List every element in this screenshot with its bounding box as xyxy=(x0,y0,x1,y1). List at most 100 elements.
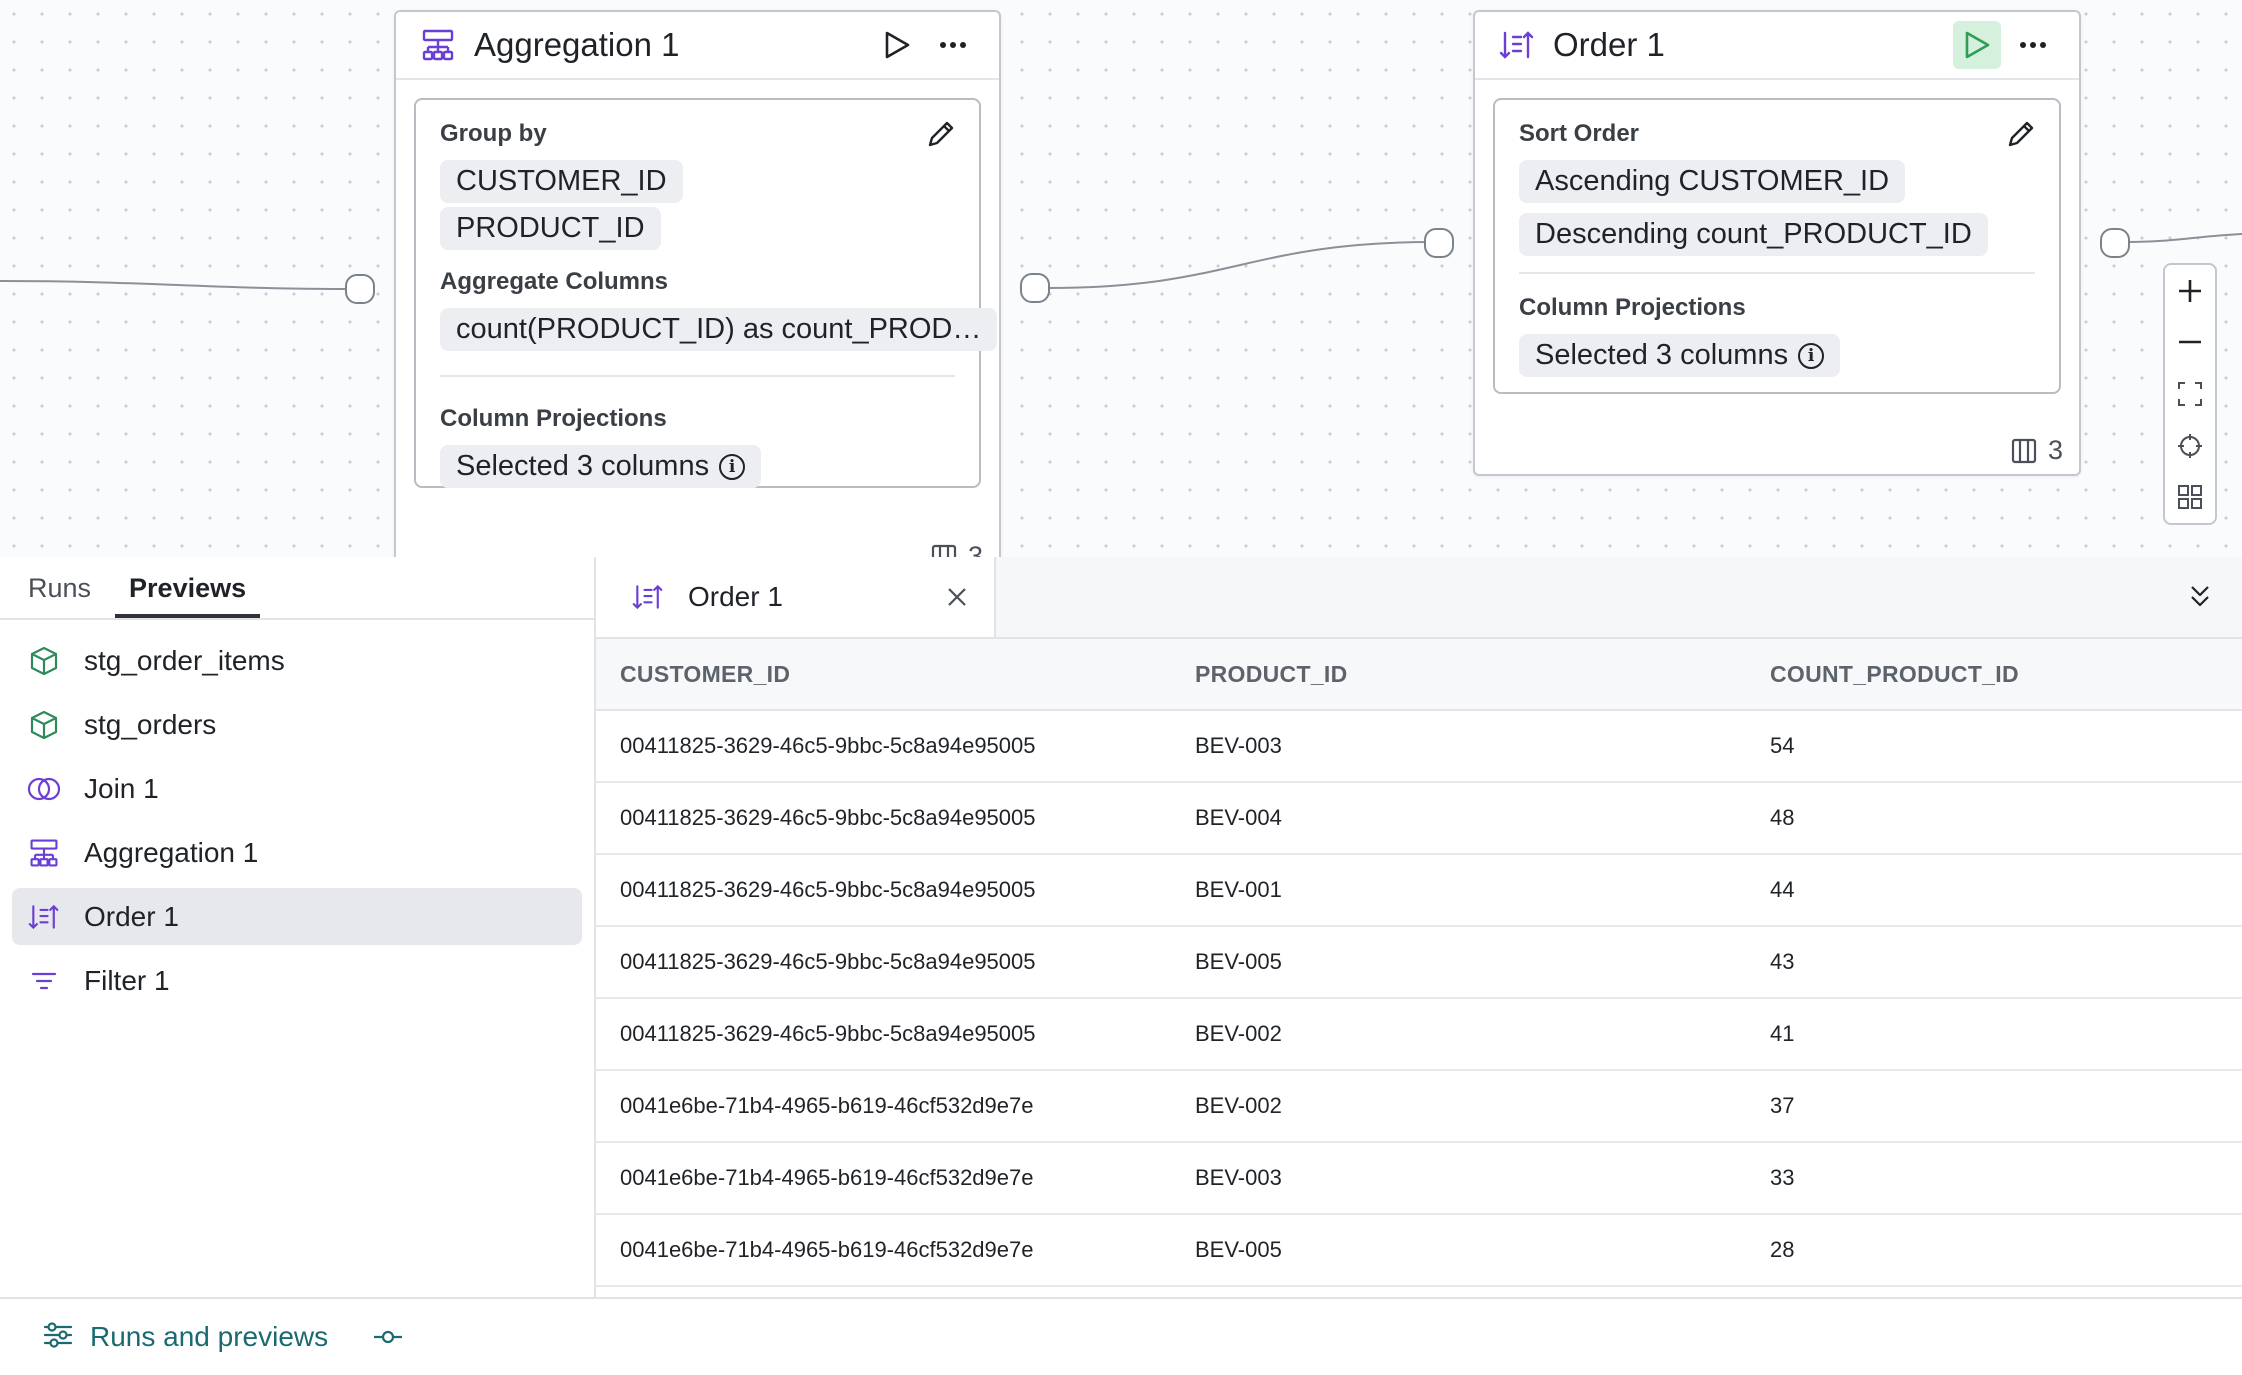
sidebar-tabs: Runs Previews xyxy=(0,557,594,620)
projection-chip: Selected 3 columns i xyxy=(1519,334,1841,377)
collapse-panel-button[interactable] xyxy=(2188,583,2212,616)
minus-icon xyxy=(2179,341,2201,344)
order-output-port[interactable] xyxy=(2100,228,2130,258)
order-config-card[interactable]: Sort Order Ascending CUSTOMER_ID Descend… xyxy=(1493,98,2061,394)
table-cell: BEV-001 xyxy=(1171,1286,1746,1297)
canvas-controls xyxy=(2163,263,2217,525)
order-node[interactable]: Order 1 Sort Order Ascending CUSTOMER_ID… xyxy=(1473,10,2081,476)
center-view-button[interactable] xyxy=(2165,420,2215,472)
edge-layer xyxy=(0,233,2242,290)
aggregation-node[interactable]: Aggregation 1 Group by CUSTOMER_ID PRODU… xyxy=(394,10,1001,557)
table-cell: 00411825-3629-46c5-9bbc-5c8a94e95005 xyxy=(596,926,1171,999)
chevrons-down-icon xyxy=(2191,586,2209,607)
table-cell: 37 xyxy=(1746,1070,2242,1143)
list-item-stg-orders[interactable]: stg_orders xyxy=(12,696,582,753)
table-row[interactable]: 0041e6be-71b4-4965-b619-46cf532d9e7eBEV-… xyxy=(596,1286,2242,1297)
node-title: Aggregation 1 xyxy=(474,26,680,63)
order-input-port[interactable] xyxy=(1424,228,1454,258)
table-cell: BEV-005 xyxy=(1171,1214,1746,1287)
column-header[interactable]: COUNT_PRODUCT_ID xyxy=(1746,639,2242,711)
node-title: Order 1 xyxy=(1553,26,1665,63)
aggregation-output-port[interactable] xyxy=(1020,273,1050,303)
columns-icon xyxy=(931,544,957,557)
tab-previews[interactable]: Previews xyxy=(115,573,261,618)
sort-icon xyxy=(628,577,668,617)
zoom-out-button[interactable] xyxy=(2165,317,2215,369)
list-item-order-1[interactable]: Order 1 xyxy=(12,888,582,945)
edit-icon[interactable] xyxy=(2005,118,2037,155)
sort-chip: Ascending CUSTOMER_ID xyxy=(1519,160,1906,203)
more-icon xyxy=(2020,42,2046,48)
pipeline-canvas[interactable]: Aggregation 1 Group by CUSTOMER_ID PRODU… xyxy=(0,0,2242,558)
grid-icon xyxy=(2178,485,2202,510)
bottom-bar: Runs and previews xyxy=(0,1297,2242,1375)
preview-list: stg_order_items stg_orders Join 1 Aggreg… xyxy=(0,620,594,1009)
info-icon[interactable]: i xyxy=(1798,342,1825,369)
column-count: 3 xyxy=(930,541,983,557)
aggregate-chip: count(PRODUCT_ID) as count_PROD… xyxy=(440,308,998,351)
list-item-label: Order 1 xyxy=(84,900,179,932)
aggregation-icon xyxy=(418,25,458,65)
edge-in xyxy=(0,280,361,290)
runs-and-previews-toggle[interactable]: Runs and previews xyxy=(90,1321,329,1352)
order-node-header: Order 1 xyxy=(1475,12,2079,80)
auto-layout-button[interactable] xyxy=(2165,471,2215,523)
table-cell: 00411825-3629-46c5-9bbc-5c8a94e95005 xyxy=(596,782,1171,855)
group-by-chip: PRODUCT_ID xyxy=(440,207,661,250)
table-cell: 41 xyxy=(1746,998,2242,1071)
run-button[interactable] xyxy=(873,21,921,69)
list-item-join-1[interactable]: Join 1 xyxy=(12,760,582,817)
list-item-label: stg_orders xyxy=(84,708,217,740)
filter-icon xyxy=(26,963,62,999)
table-cell: BEV-002 xyxy=(1171,998,1746,1071)
zoom-in-button[interactable] xyxy=(2165,265,2215,317)
aggregation-config-card[interactable]: Group by CUSTOMER_ID PRODUCT_ID Aggregat… xyxy=(414,98,998,488)
table-cell: 00411825-3629-46c5-9bbc-5c8a94e95005 xyxy=(596,854,1171,927)
table-cell: 43 xyxy=(1746,926,2242,999)
cube-icon xyxy=(26,643,62,679)
table-header-row: CUSTOMER_ID PRODUCT_ID COUNT_PRODUCT_ID xyxy=(596,639,2242,711)
plus-icon xyxy=(2179,279,2201,302)
table-cell: BEV-002 xyxy=(1171,1070,1746,1143)
close-icon[interactable] xyxy=(942,582,972,612)
fit-view-button[interactable] xyxy=(2165,368,2215,420)
table-cell: 28 xyxy=(1746,1214,2242,1287)
aggregation-input-port[interactable] xyxy=(345,274,375,304)
sort-order-label: Sort Order xyxy=(1519,120,1640,147)
table-cell: 00411825-3629-46c5-9bbc-5c8a94e95005 xyxy=(596,710,1171,783)
divider xyxy=(1519,272,2035,274)
run-button[interactable] xyxy=(1953,21,2001,69)
join-icon xyxy=(26,771,62,807)
more-options-button[interactable] xyxy=(2009,21,2057,69)
pin-panel-button[interactable] xyxy=(372,1329,404,1345)
edit-icon[interactable] xyxy=(925,118,957,155)
list-item-filter-1[interactable]: Filter 1 xyxy=(12,952,582,1009)
list-item-aggregation-1[interactable]: Aggregation 1 xyxy=(12,824,582,881)
preview-tab-title: Order 1 xyxy=(688,581,783,612)
info-icon[interactable]: i xyxy=(719,453,746,480)
preview-tab-order-1[interactable]: Order 1 xyxy=(596,557,996,637)
table-cell: BEV-003 xyxy=(1171,1142,1746,1215)
list-item-stg-order-items[interactable]: stg_order_items xyxy=(12,632,582,689)
columns-icon xyxy=(2011,438,2037,463)
more-options-button[interactable] xyxy=(929,21,977,69)
column-count: 3 xyxy=(2010,435,2063,466)
table-cell: 33 xyxy=(1746,1142,2242,1215)
column-projections-label: Column Projections xyxy=(1519,294,1746,321)
column-header[interactable]: PRODUCT_ID xyxy=(1171,639,1746,711)
projection-chip: Selected 3 columns i xyxy=(440,445,762,488)
aggregation-icon xyxy=(26,835,62,871)
tab-runs[interactable]: Runs xyxy=(28,573,92,603)
column-header[interactable]: CUSTOMER_ID xyxy=(596,639,1171,711)
aggregate-columns-label: Aggregate Columns xyxy=(440,268,669,295)
table-cell: BEV-005 xyxy=(1171,926,1746,999)
crosshair-icon xyxy=(2178,433,2202,458)
